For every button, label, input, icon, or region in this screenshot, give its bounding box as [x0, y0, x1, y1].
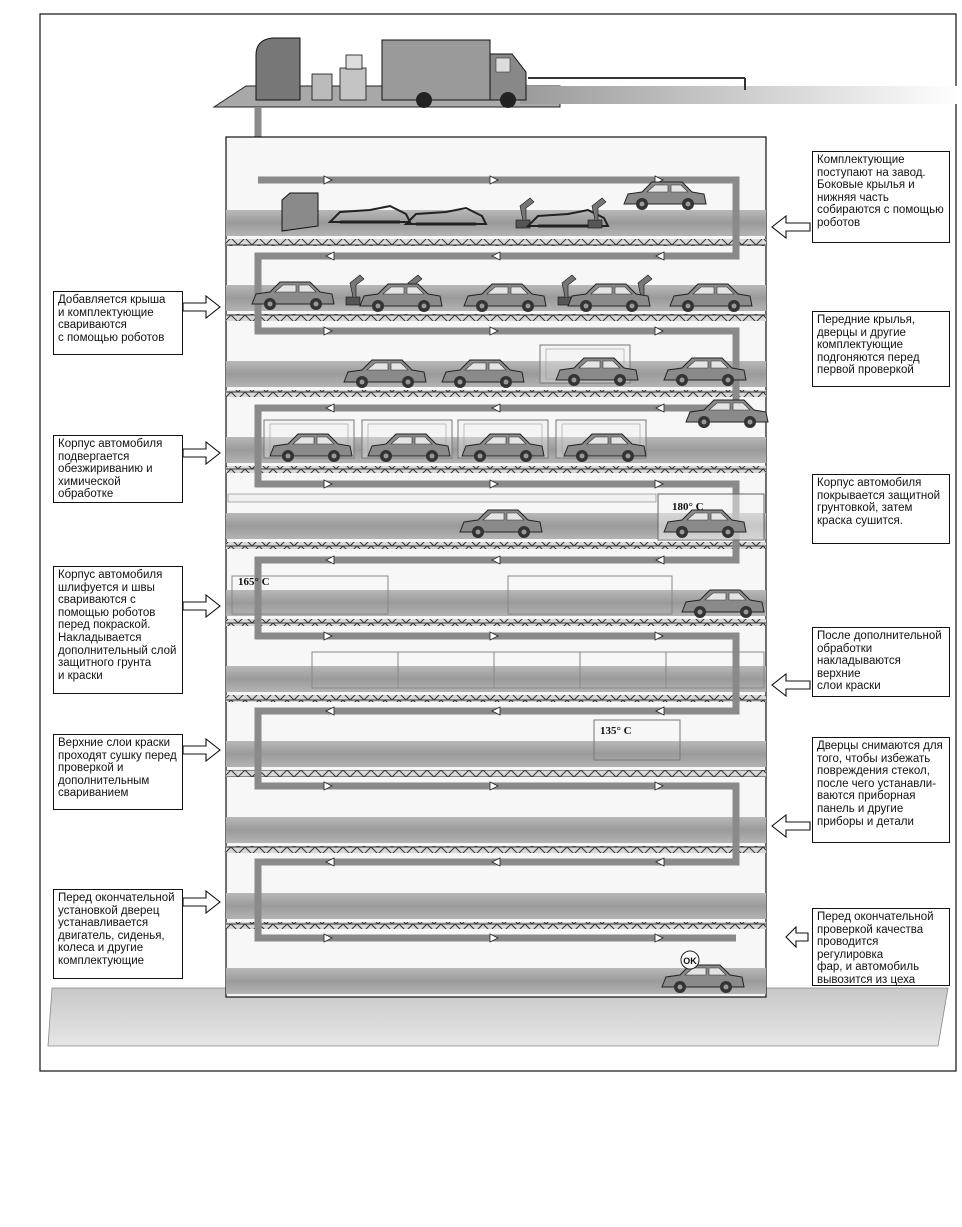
- level-1-equipment: [281, 181, 707, 232]
- ok-badge: OK: [683, 956, 697, 966]
- note-primer-coat: Корпус автомобиля покрывается защитной г…: [812, 474, 950, 544]
- level-6-equipment: [231, 575, 765, 619]
- warehouse-shape: [255, 37, 301, 101]
- note-panel-fitting: Передние крылья, дверцы и другие комплек…: [812, 311, 950, 387]
- floor-trusses: [226, 239, 766, 929]
- level-5-equipment: [227, 493, 765, 541]
- parts-crate-icon: [281, 192, 319, 232]
- right-pointer-arrows: [771, 214, 811, 949]
- sanding-booth: [231, 575, 389, 615]
- factory-building: [225, 136, 767, 998]
- note-sanding-welding: Корпус автомобиля шлифуется и швы сварив…: [53, 566, 183, 694]
- crate-icon: [339, 67, 367, 101]
- oven-temp-label: 165° C: [238, 576, 270, 588]
- level-7-equipment: [311, 651, 765, 689]
- delivery-truck-icon: [381, 39, 527, 108]
- note-paint-drying: Верхние слои краски проходят сушку перед…: [53, 734, 183, 810]
- note-final-check: Перед окончательной проверкой качества п…: [812, 908, 950, 986]
- note-doors-removed: Дверцы снимаются для того, чтобы избежат…: [812, 737, 950, 843]
- left-pointer-arrows: [182, 294, 221, 915]
- note-degreasing: Корпус автомобиля подвергается обезжирив…: [53, 435, 183, 503]
- sanding-booth: [507, 575, 673, 615]
- delivery-area: [212, 37, 960, 108]
- direction-arrows: [323, 175, 665, 943]
- final-car-icon: [661, 950, 745, 994]
- oven-temp-label: 180° C: [672, 501, 704, 513]
- oven-temp-label: 135° C: [600, 725, 632, 737]
- note-engine-install: Перед окончательной установкой дверец ус…: [53, 889, 183, 979]
- note-topcoat: После дополнительной обработки накладыва…: [812, 627, 950, 697]
- crate-icon: [311, 73, 333, 101]
- crate-icon: [345, 54, 363, 70]
- note-roof-welding: Добавляется крыша и комплектующие сварив…: [53, 291, 183, 355]
- drying-oven: [593, 719, 681, 761]
- topcoat-booth: [311, 651, 765, 689]
- note-parts-arrive: Комплектующие поступают на завод. Боковы…: [812, 151, 950, 243]
